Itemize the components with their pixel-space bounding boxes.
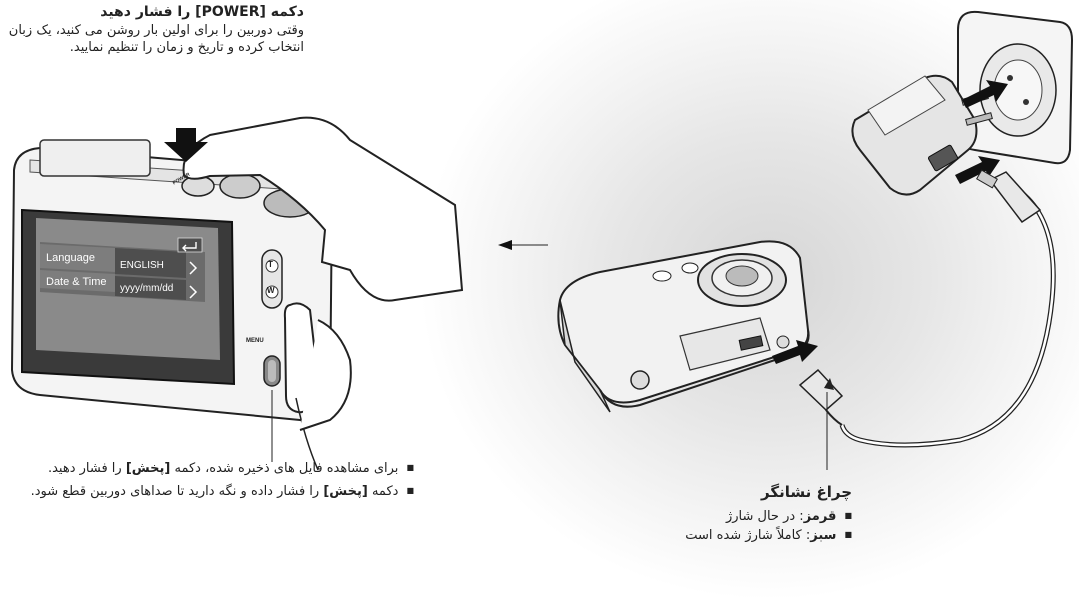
camera-front — [557, 240, 810, 413]
lcd-date-value: yyyy/mm/dd — [120, 283, 174, 294]
usb-cable — [839, 187, 1056, 448]
power-title: دکمه [POWER] را فشار دهید — [100, 4, 304, 20]
illustration — [10, 10, 1074, 471]
power-description: وقتی دوربین را برای اولین بار روشن می کن… — [8, 23, 304, 55]
power-adapter — [851, 74, 993, 196]
indicator-list: قرمز: در حال شارژ سبز: کاملاً شارژ شده ا… — [685, 508, 852, 546]
usb-arrow — [955, 156, 1000, 184]
direction-arrow-icon — [498, 240, 512, 250]
list-item: سبز: کاملاً شارژ شده است — [685, 527, 852, 546]
lcd-screen — [21, 208, 236, 386]
shutter-button[interactable] — [219, 173, 261, 199]
lcd-date-label: Date & Time — [46, 276, 107, 288]
playback-notes: برای مشاهده فایل های ذخیره شده، دکمه [پخ… — [31, 458, 414, 504]
lcd-language-label: Language — [46, 252, 95, 264]
press-arrow — [164, 128, 208, 162]
list-item: دکمه [پخش] را فشار داده و نگه دارید تا ص… — [31, 481, 414, 504]
indicator-title: چراغ نشانگر — [761, 483, 852, 501]
wall-socket — [957, 10, 1074, 165]
list-item: قرمز: در حال شارژ — [685, 508, 852, 527]
list-item: برای مشاهده فایل های ذخیره شده، دکمه [پخ… — [31, 458, 414, 481]
lcd-language-value: ENGLISH — [120, 260, 164, 271]
menu-label: MENU — [246, 338, 264, 344]
hand — [182, 116, 464, 302]
zoom-t-label: T — [268, 260, 273, 269]
zoom-w-label: W — [267, 286, 275, 295]
plug-arrow — [962, 80, 1008, 108]
zoom-rocker[interactable] — [261, 249, 283, 309]
camera-usb-arrow — [772, 340, 818, 364]
